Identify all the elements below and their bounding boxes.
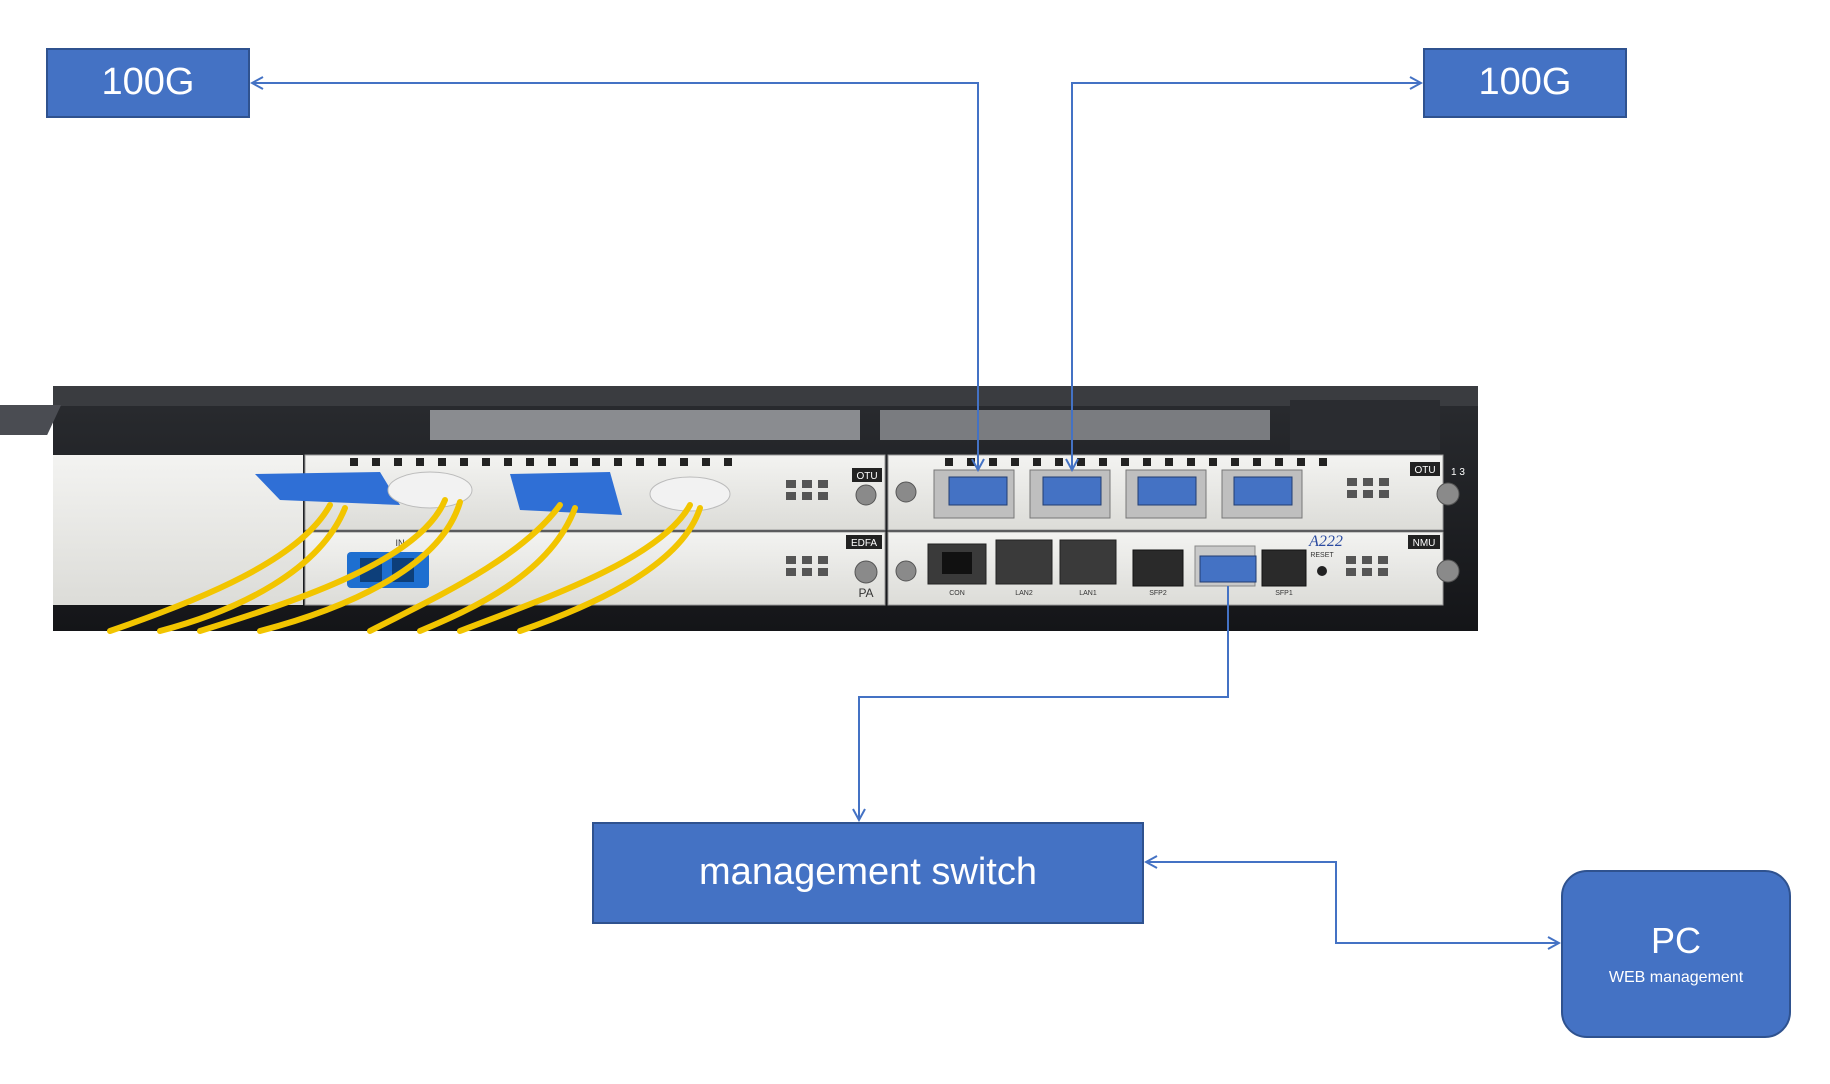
rack-device: OTU EDFA PA IN xyxy=(0,386,1478,634)
nmu-sfp1-label: SFP1 xyxy=(1275,590,1293,597)
nmu-lan1-label: LAN1 xyxy=(1079,590,1097,597)
nmu-con-label: CON xyxy=(949,590,965,597)
nmu-tag xyxy=(1408,535,1440,549)
link-switch-pc xyxy=(1146,862,1559,943)
link-left-100g xyxy=(252,83,978,470)
nmu-reset-label: RESET xyxy=(1310,552,1334,559)
connectors xyxy=(252,83,1559,943)
nmu-sfp2-port xyxy=(1132,549,1184,587)
edfa-tag xyxy=(846,535,882,549)
nmu-lan1-port xyxy=(1059,539,1117,585)
edfa-tag-text: EDFA xyxy=(851,538,877,549)
nmu-sfp-port-highlight xyxy=(1199,555,1257,583)
edfa-pa-text: PA xyxy=(858,586,873,600)
pc-sublabel: WEB management xyxy=(1608,968,1744,986)
otu-port-3-highlight xyxy=(1137,476,1197,506)
otu-port-2-highlight xyxy=(1042,476,1102,506)
otu-tag-text-left: OTU xyxy=(856,471,877,482)
nmu-model-text: A222 xyxy=(1308,533,1343,550)
edfa-in-label: IN xyxy=(396,538,405,548)
uplink-100g-left-box: 100G xyxy=(46,48,250,118)
otu-slot-text: 1 3 xyxy=(1451,467,1465,478)
uplink-100g-right-label: 100G xyxy=(1478,61,1572,104)
link-nmu-to-switch xyxy=(859,586,1229,820)
nmu-lan2-label: LAN2 xyxy=(1015,590,1033,597)
otu-tag-text-right: OTU xyxy=(1414,465,1435,476)
otu-port-1-highlight xyxy=(948,476,1008,506)
pc-label: PC xyxy=(1650,920,1701,962)
uplink-100g-left-label: 100G xyxy=(101,61,195,104)
link-right-100g xyxy=(1072,83,1421,470)
otu-qsfp-ports xyxy=(933,469,1303,519)
nmu-tag-text: NMU xyxy=(1413,538,1436,549)
nmu-lan2-port xyxy=(995,539,1053,585)
nmu-sfp1-port xyxy=(1261,549,1307,587)
management-switch-box: management switch xyxy=(592,822,1144,924)
management-switch-label: management switch xyxy=(699,851,1037,894)
otu-port-4-highlight xyxy=(1233,476,1293,506)
nmu-sfp2-label: SFP2 xyxy=(1149,590,1167,597)
uplink-100g-right-box: 100G xyxy=(1423,48,1627,118)
pc-box: PC WEB management xyxy=(1561,870,1791,1038)
